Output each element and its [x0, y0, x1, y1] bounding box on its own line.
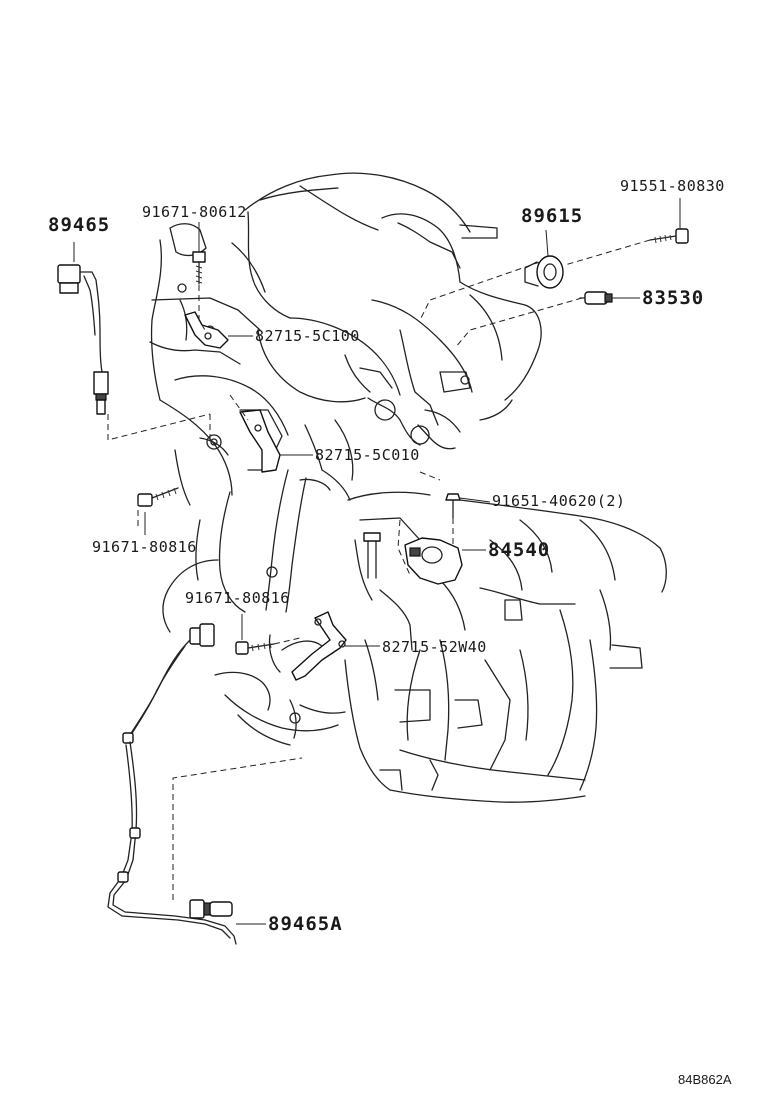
bolt-91671-80816-middle-drawing — [235, 641, 275, 655]
bolt-91671-80816-left-drawing — [137, 487, 179, 507]
part-label-91671-80612[interactable]: 91671-80612 — [142, 203, 247, 221]
sensor-89615-drawing — [524, 255, 564, 289]
part-label-91671-80816-middle[interactable]: 91671-80816 — [185, 589, 290, 607]
part-label-89615[interactable]: 89615 — [521, 205, 584, 227]
part-label-91651-40620[interactable]: 91651-40620(2) — [492, 492, 626, 510]
part-label-83530[interactable]: 83530 — [642, 287, 705, 309]
part-label-82715-52W40[interactable]: 82715-52W40 — [382, 638, 487, 656]
part-label-82715-5C100[interactable]: 82715-5C100 — [255, 327, 360, 345]
part-label-89465A[interactable]: 89465A — [268, 913, 343, 935]
oxygen-sensor-upper-drawing — [57, 264, 109, 415]
engine-block-drawing — [149, 172, 667, 803]
bolt-91671-80612-drawing — [192, 251, 206, 285]
part-label-91551-80830[interactable]: 91551-80830 — [620, 177, 725, 195]
oxygen-sensor-lower-drawing — [107, 623, 237, 945]
diagram-reference-code: 84B862A — [678, 1072, 732, 1087]
throttle-body-84540-drawing — [363, 532, 463, 585]
part-label-82715-5C010[interactable]: 82715-5C010 — [315, 446, 420, 464]
sensor-83530-drawing — [579, 291, 613, 305]
reference-lines — [107, 239, 651, 900]
leader-lines — [73, 198, 681, 925]
part-label-91671-80816-left[interactable]: 91671-80816 — [92, 538, 197, 556]
part-label-89465[interactable]: 89465 — [48, 214, 111, 236]
bracket-82715-5C010-drawing — [239, 409, 281, 473]
bolt-91551-80830-drawing — [649, 228, 689, 244]
part-label-84540[interactable]: 84540 — [488, 539, 551, 561]
bracket-82715-5C100-drawing — [184, 311, 229, 349]
bolt-91651-40620-drawing — [445, 493, 461, 519]
bracket-82715-52W40-drawing — [291, 611, 347, 681]
